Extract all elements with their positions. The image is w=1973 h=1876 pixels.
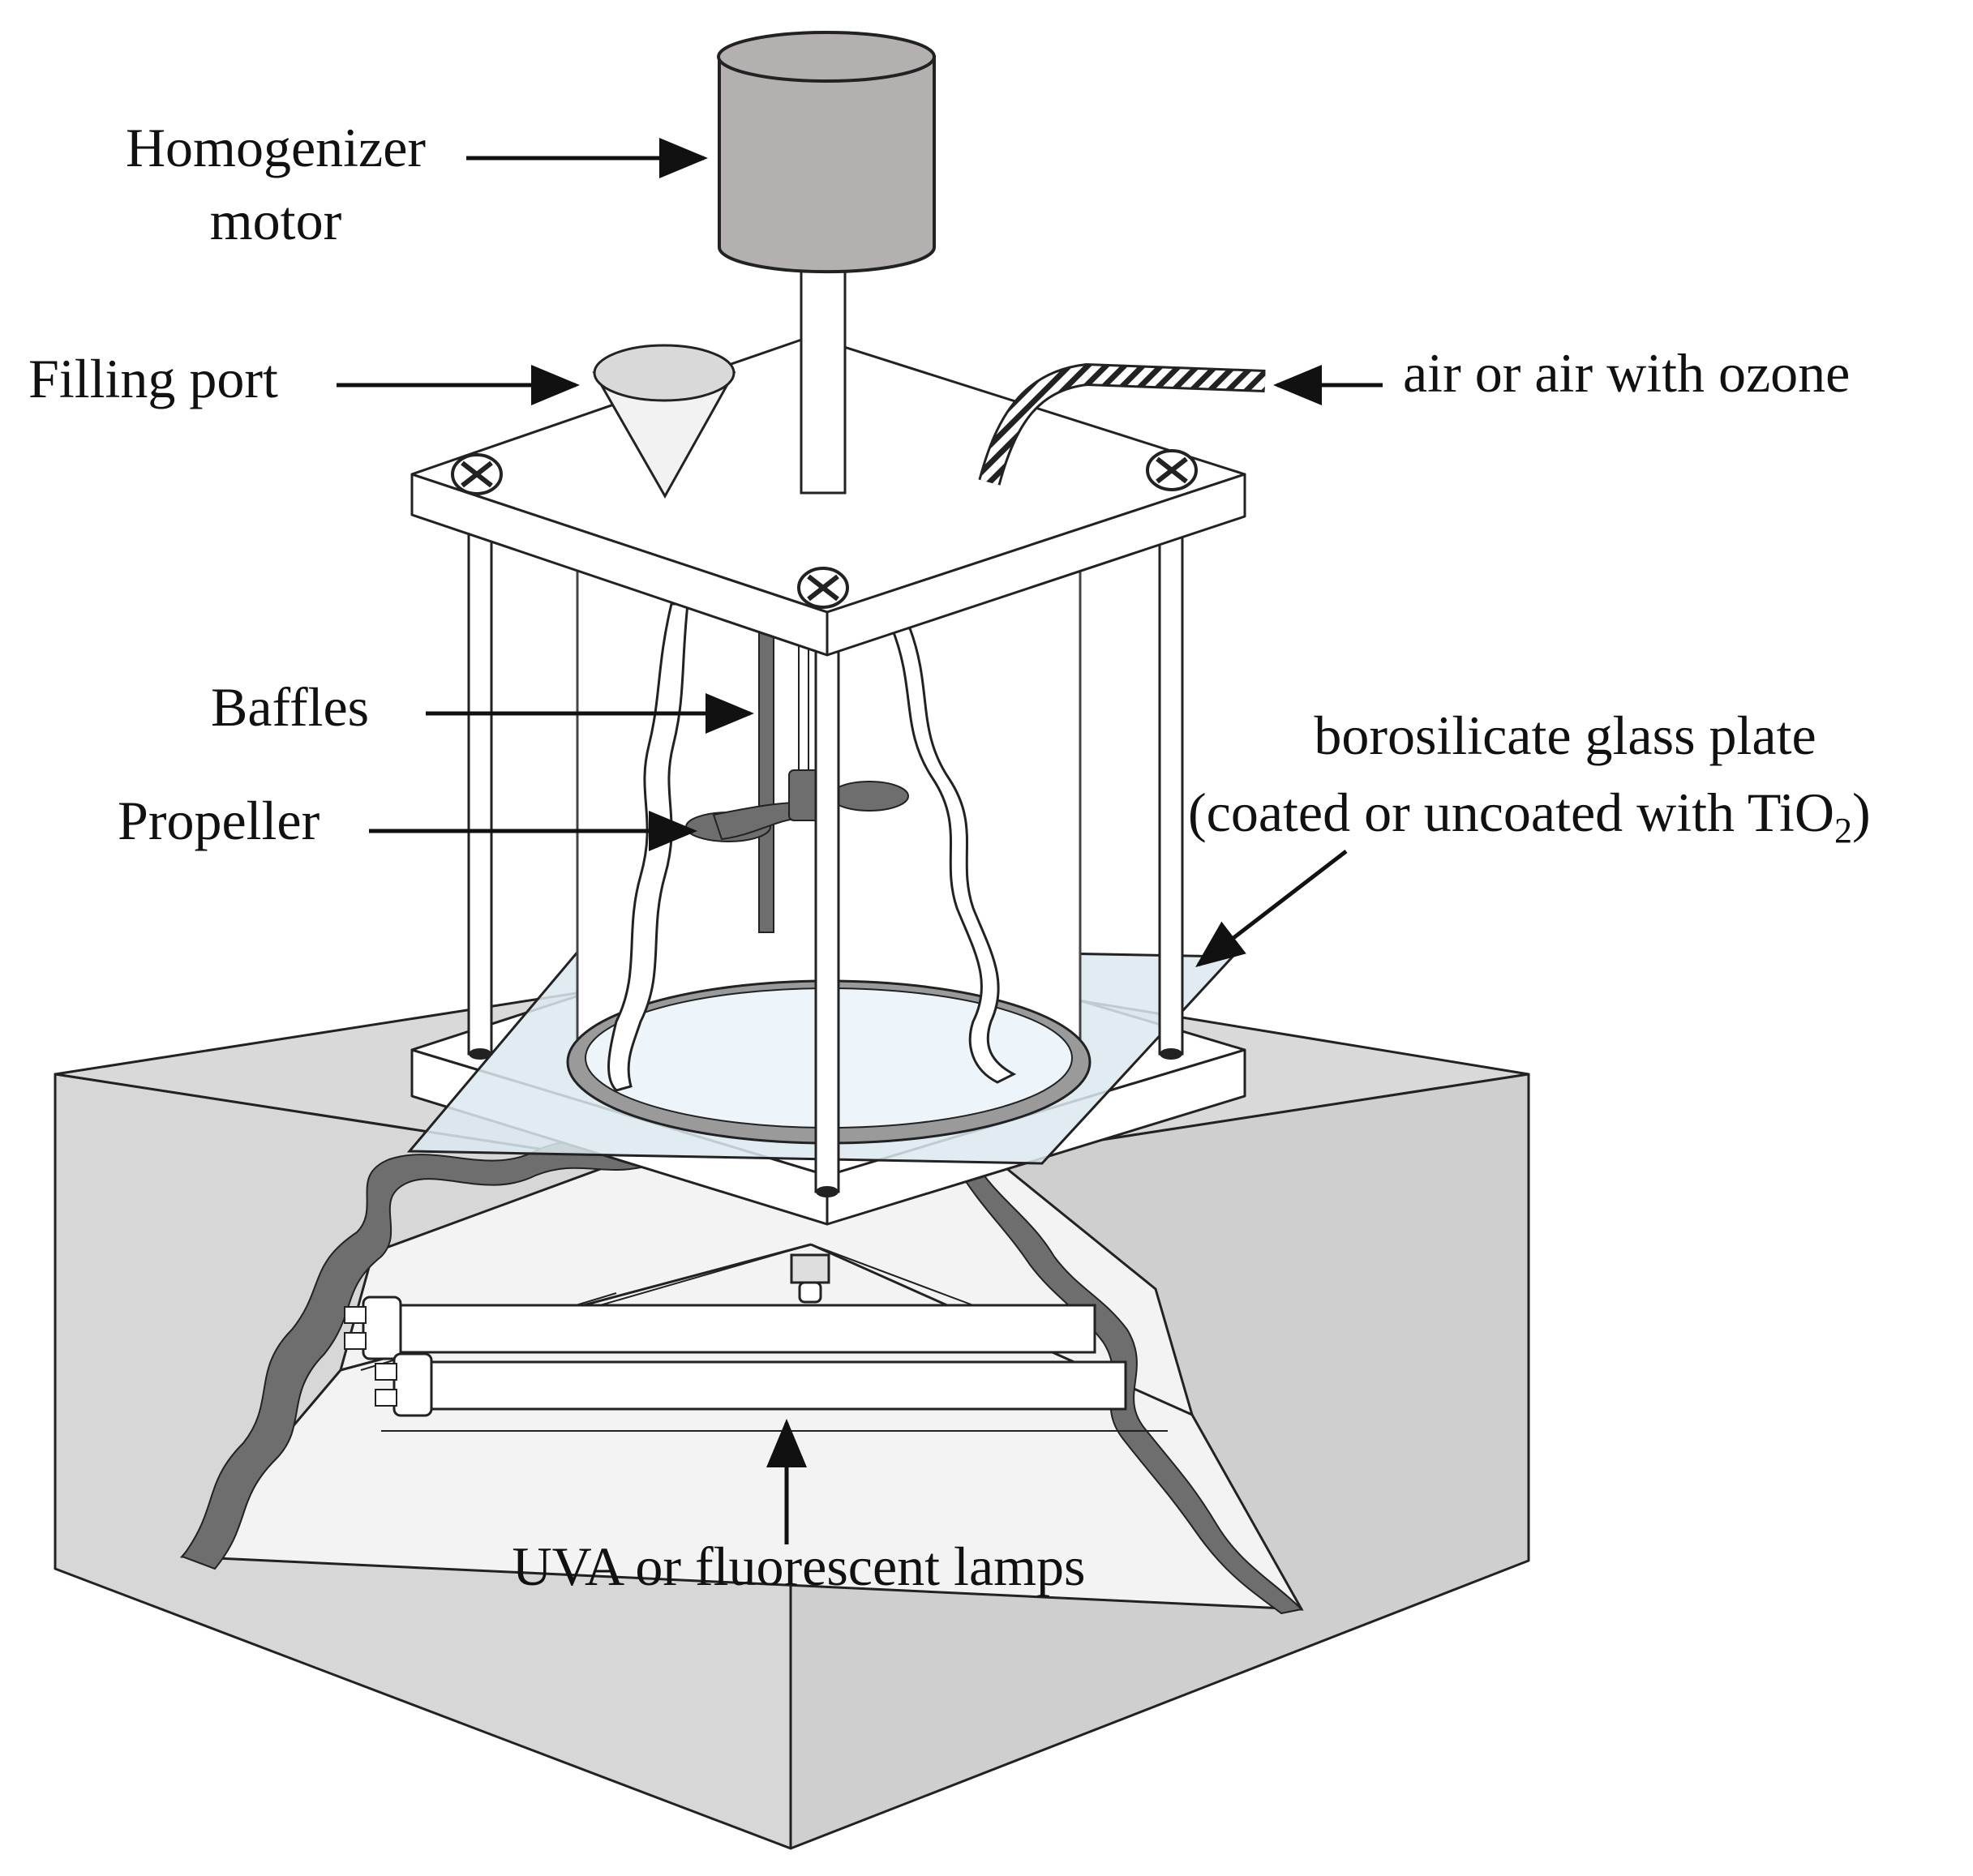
support-rod xyxy=(1158,517,1184,1056)
labels: Homogenizer motor Filling port air or ai… xyxy=(28,117,1871,1597)
uva-lamp-back xyxy=(344,1296,1096,1360)
uva-lamps xyxy=(344,1292,1168,1432)
annotation-arrows xyxy=(337,138,1383,1544)
motor-label-line2: motor xyxy=(210,190,342,251)
rod-foot xyxy=(469,1048,491,1060)
vessel-cut-right xyxy=(890,627,1017,1084)
uva-lamp-front xyxy=(375,1352,1127,1417)
cavity-edge xyxy=(810,1244,974,1306)
motor-shaft xyxy=(800,266,847,495)
bottom-nut xyxy=(790,1253,830,1284)
baffle xyxy=(758,632,774,933)
vessel-cut-left xyxy=(607,602,689,1092)
glass-plate-label-line1: borosilicate glass plate xyxy=(1314,705,1816,766)
rod-foot xyxy=(816,1186,839,1197)
bottom-nut xyxy=(798,1281,822,1304)
screw-icon xyxy=(797,567,849,609)
cavity-edge xyxy=(599,1244,812,1306)
screw-icon xyxy=(451,453,503,495)
glass-plate-label-subscript: 2 xyxy=(1834,811,1852,850)
glass-plate-label-text: (coated or uncoated with TiO xyxy=(1188,782,1834,843)
air-label: air or air with ozone xyxy=(1403,342,1850,404)
homogenizer-motor xyxy=(717,31,936,495)
propeller-label: Propeller xyxy=(118,790,320,851)
glass-plate-arrow xyxy=(1195,850,1348,968)
lamps-label: UVA or fluorescent lamps xyxy=(513,1535,1086,1597)
screw-icon xyxy=(1146,449,1198,491)
baffles-label: Baffles xyxy=(211,676,369,738)
filling-port-funnel xyxy=(592,344,736,499)
top-plate-front-right xyxy=(826,473,1246,657)
base-housing xyxy=(54,955,1530,1850)
filling-port-label: Filling port xyxy=(28,348,278,409)
propeller-blade xyxy=(830,781,909,812)
motor-body xyxy=(718,55,936,274)
support-rod xyxy=(814,631,840,1193)
glass-plate-label-line2: (coated or uncoated with TiO2) xyxy=(1188,782,1871,850)
support-rod xyxy=(467,517,493,1056)
support-rods xyxy=(467,517,1184,1197)
glass-plate-label-close: ) xyxy=(1852,782,1871,843)
rod-foot xyxy=(1160,1048,1182,1060)
motor-top xyxy=(717,31,936,83)
air-tube xyxy=(980,365,1266,485)
motor-label-line1: Homogenizer xyxy=(126,117,426,178)
